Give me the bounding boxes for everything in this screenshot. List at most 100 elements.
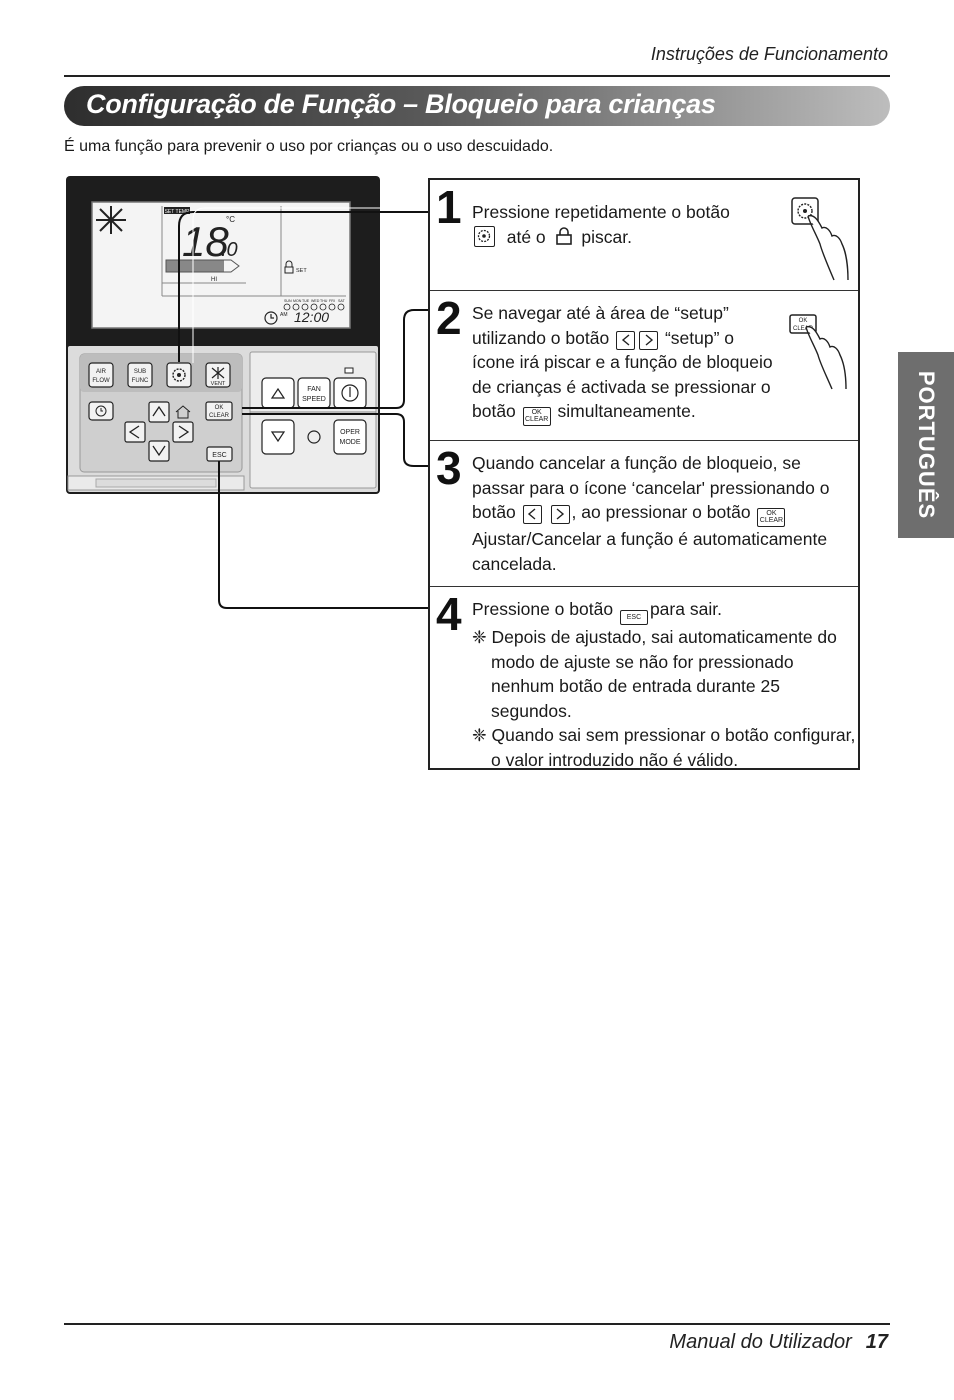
step-3-line-3a: botão [472,502,516,522]
lock-icon [284,260,294,274]
temperature-decimal: .0 [221,239,238,261]
day-indicator [328,303,336,311]
temperature-unit: °C [226,215,235,224]
left-arrow-icon [522,505,542,524]
set-label: SET [296,268,307,274]
svg-text:OK: OK [215,405,224,411]
day-indicator [319,303,327,311]
day-label: FRI [329,299,335,303]
day-label: TUE [302,299,310,303]
step-number: 2 [436,292,462,344]
air-flow-button[interactable]: AIR FLOW [88,362,114,388]
step-2-line-5a: botão [472,401,516,421]
power-button[interactable] [333,377,367,409]
oper-mode-button[interactable]: OPER MODE [333,419,367,455]
step-number: 3 [436,442,462,494]
left-arrow-button[interactable] [124,421,146,443]
step-number: 1 [436,181,462,233]
step-2-line-5b: simultaneamente. [557,401,696,421]
manual-title: Manual do Utilizador [669,1331,852,1353]
svg-text:VENT: VENT [211,381,226,387]
right-arrow-icon [639,330,659,350]
page-number: 17 [865,1331,888,1353]
svg-text:OK: OK [799,318,808,324]
step-4-line-1b: para sair. [649,599,722,619]
running-header: Instruções de Funcionamento [650,44,888,64]
step-1-text-a: até o [506,226,546,247]
step-2: 2 Se navegar até à área de “setup” utili… [430,290,858,440]
step-1: 1 Pressione repetidamente o botão até o … [430,180,858,290]
day-indicator [283,303,291,311]
lock-icon [555,226,573,253]
day-label: WED [311,299,320,303]
sub-func-button[interactable]: SUB FUNC [127,362,153,388]
esc-button[interactable]: ESC [206,446,233,462]
hand-press-ok-icon: OK CLEAR [789,314,847,390]
step-3-line-3b: , ao pressionar o botão [571,502,751,522]
setup-icon [474,225,495,247]
clock-icon [264,311,278,325]
step-2-line-3: ícone irá piscar e a função de bloqueio [472,352,773,372]
step-3-line-2: passar para o ícone ‘cancelar' pressiona… [472,477,830,498]
sensor-icon [307,430,321,444]
timer-button[interactable] [88,401,114,421]
day-indicator [292,303,300,311]
indicator-lamp [344,367,354,374]
language-tab: PORTUGUÊS [898,352,954,538]
vent-button[interactable]: VENT [205,362,231,388]
snowflake-icon [96,206,126,234]
step-2-line-2b: “setup” o [664,327,735,348]
svg-text:ESC: ESC [212,452,226,459]
day-indicator [310,303,318,311]
svg-text:FAN: FAN [307,386,321,393]
header-rule [64,75,890,77]
step-3-line-4: Ajustar/Cancelar a função é automaticame… [472,529,828,549]
svg-text:SUB: SUB [134,369,146,375]
hand-press-setup-icon [791,197,849,281]
day-label: SUN [284,299,292,303]
step-2-line-1: Se navegar até à área de “setup” [472,303,729,323]
step-number: 4 [436,588,462,640]
svg-text:FUNC: FUNC [132,378,149,384]
set-temp-label: SET TEMP [165,209,190,215]
day-label: MON [293,299,302,303]
title-bar [64,86,890,126]
footer-rule [64,1323,890,1325]
temperature-value: 18 [182,218,229,265]
right-arrow-button[interactable] [172,421,194,443]
svg-text:SPEED: SPEED [302,396,326,403]
step-3-line-5: cancelada. [472,553,557,574]
page-title: Configuração de Função – Bloqueio para c… [86,89,716,119]
svg-text:FLOW: FLOW [92,378,110,384]
am-label: AM [280,312,288,318]
svg-text:CLEAR: CLEAR [793,326,814,332]
esc-icon: ESC [619,610,648,625]
intro-text: É uma função para prevenir o uso por cri… [64,138,554,155]
day-label: THU [320,299,328,303]
step-4-note-2: ❈ Quando sai sem pressionar o botão conf… [472,725,856,770]
day-indicator [301,303,309,311]
svg-text:OPER: OPER [340,429,360,436]
step-1-text-b: piscar. [581,226,632,247]
setup-button[interactable] [166,362,192,388]
up-arrow-button[interactable] [148,401,170,423]
step-2-line-4: de crianças é activada se pressionar o [472,376,771,397]
svg-text:MODE: MODE [340,439,361,446]
svg-text:CLEAR: CLEAR [209,413,230,419]
footer: Manual do Utilizador 17 [669,1331,888,1354]
temp-down-button[interactable] [261,419,295,455]
clock-value: 12:00 [294,309,329,325]
day-label: SAT [338,299,346,303]
day-indicator [337,303,345,311]
fan-speed-button[interactable]: FAN SPEED [297,377,331,409]
step-2-line-2a: utilizando o botão [472,327,610,348]
fan-level-label: HI [211,277,217,283]
svg-text:AIR: AIR [96,369,107,375]
step-3: 3 Quando cancelar a função de bloqueio, … [430,440,858,586]
ok-clear-button[interactable]: OK CLEAR [205,401,233,421]
down-arrow-button[interactable] [148,440,170,462]
step-1-line-1: Pressione repetidamente o botão [472,202,730,222]
